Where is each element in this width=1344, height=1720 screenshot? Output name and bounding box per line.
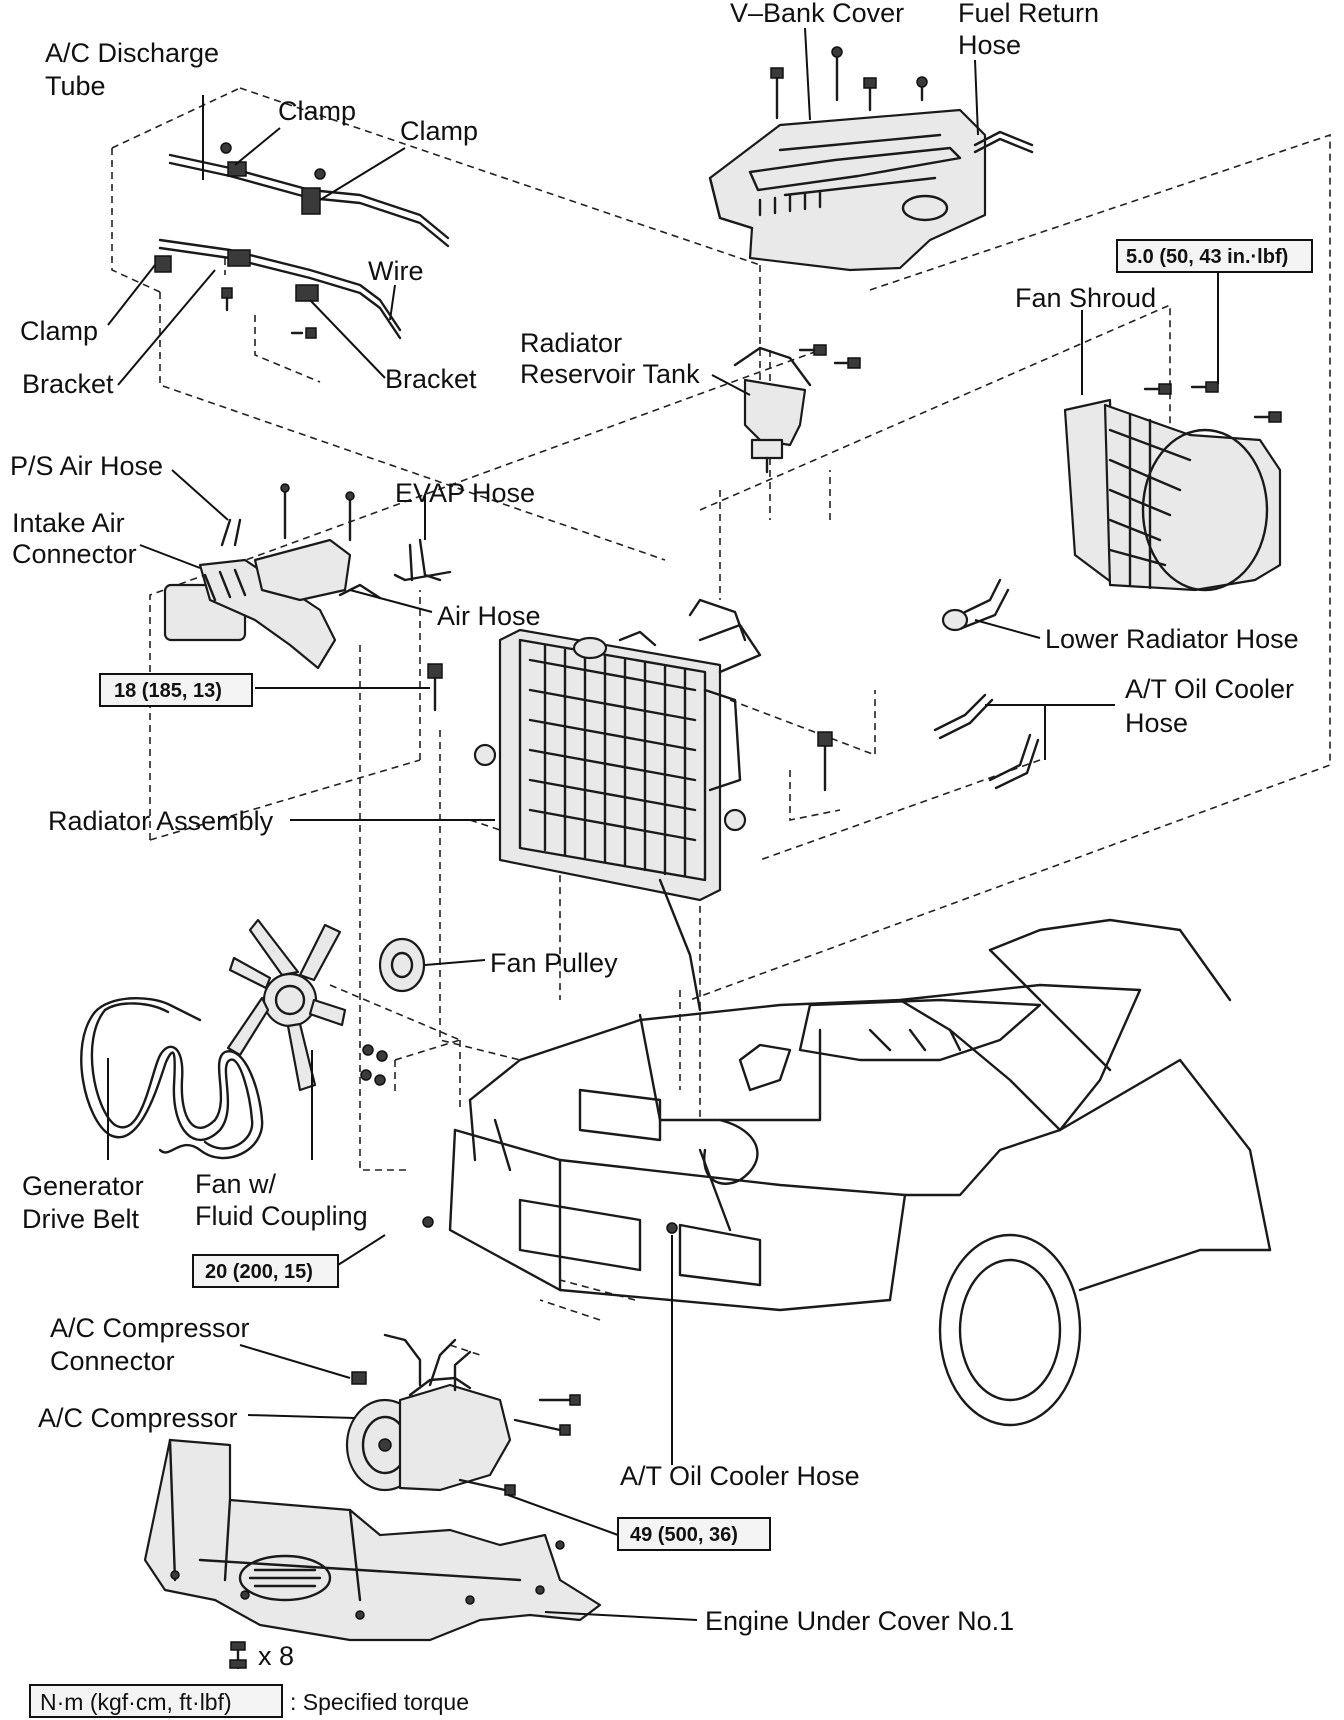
torque-box — [617, 1517, 771, 1551]
radiator-reservoir-tank — [733, 344, 861, 474]
label-intake-air-connector: Connector — [12, 539, 137, 569]
fan-nuts — [360, 1044, 388, 1086]
bolt-icon — [290, 327, 317, 339]
label-air-hose: Air Hose — [437, 601, 541, 631]
label-radiator-reservoir-tank: Radiator — [520, 328, 622, 358]
label-ac-discharge-tube: A/C Discharge — [45, 38, 219, 68]
torque-fan-shroud: 5.0 (50, 43 in.·lbf) — [1126, 246, 1288, 268]
nut-icon — [220, 142, 232, 154]
label-generator-drive-belt: Generator — [22, 1171, 144, 1201]
ac-compressor — [345, 1333, 512, 1492]
label-bracket: Bracket — [22, 369, 114, 399]
radiator-assembly — [473, 598, 762, 902]
lower-radiator-hose — [941, 578, 1010, 632]
label-bracket: Bracket — [385, 364, 477, 394]
bolt-icon — [345, 491, 355, 542]
label-fan-pulley: Fan Pulley — [490, 948, 618, 978]
fan-shroud — [1063, 381, 1282, 592]
label-at-oil-cooler-hose: A/T Oil Cooler — [1125, 674, 1294, 704]
label-lower-radiator-hose: Lower Radiator Hose — [1045, 624, 1299, 654]
label-evap-hose: EVAP Hose — [395, 478, 535, 508]
bolt-icon — [1143, 383, 1172, 395]
label-fuel-return-hose: Hose — [958, 30, 1021, 60]
label-clamp: Clamp — [400, 116, 478, 146]
label-vbank-cover: V–Bank Cover — [730, 0, 904, 28]
legend-unit-text: N·m (kgf·cm, ft·lbf) — [40, 1689, 232, 1715]
fuel-return-hose — [973, 130, 1034, 154]
label-clamp: Clamp — [278, 96, 356, 126]
label-intake-air-connector: Intake Air — [12, 508, 125, 538]
bolt-icon — [863, 77, 877, 112]
torque-box — [1116, 239, 1313, 273]
intake-air-connector — [163, 518, 352, 670]
bolt-icon — [458, 1478, 516, 1496]
label-radiator-assembly: Radiator Assembly — [48, 806, 274, 836]
label-bolt-count: x 8 — [258, 1641, 294, 1671]
part-labels: V–Bank Cover Fuel Return Hose A/C Discha… — [10, 0, 1299, 1671]
nut-icon — [916, 76, 928, 102]
bolt-icon — [666, 1222, 678, 1234]
bolt-icon — [1253, 411, 1282, 423]
label-ac-compressor-connector: Connector — [50, 1346, 175, 1376]
fan-pulley — [378, 937, 426, 993]
label-fuel-return-hose: Fuel Return — [958, 0, 1099, 28]
bolt-icon — [798, 344, 827, 356]
label-radiator-reservoir-tank: Reservoir Tank — [520, 359, 700, 389]
torque-compressor: 49 (500, 36) — [630, 1524, 738, 1546]
torque-fan-nut: 20 (200, 15) — [205, 1261, 313, 1283]
label-at-oil-cooler-hose: A/T Oil Cooler Hose — [620, 1461, 860, 1491]
bolt-icon — [833, 357, 861, 369]
ac-discharge-tube-assembly — [154, 142, 450, 340]
label-at-oil-cooler-hose: Hose — [1125, 708, 1188, 738]
label-generator-drive-belt: Drive Belt — [22, 1204, 140, 1234]
label-fan-shroud: Fan Shroud — [1015, 283, 1156, 313]
bolt-icon — [422, 1216, 434, 1228]
nut-icon — [314, 168, 326, 180]
nut-icon — [831, 46, 843, 102]
label-engine-under-cover: Engine Under Cover No.1 — [705, 1606, 1014, 1636]
bolt-icon — [280, 483, 290, 540]
vehicle-outline — [448, 878, 1272, 1427]
at-oil-cooler-hoses — [933, 693, 1040, 790]
generator-drive-belt — [80, 997, 264, 1160]
compressor-bolts — [458, 1394, 581, 1496]
bolt-icon — [817, 731, 833, 792]
torque-box — [99, 673, 253, 707]
label-ac-discharge-tube: Tube — [45, 71, 106, 101]
torque-spec-boxes: 5.0 (50, 43 in.·lbf) 18 (185, 13) 20 (20… — [99, 239, 1313, 1551]
bolt-icon — [229, 1641, 247, 1670]
label-fan-fluid-coupling: Fan w/ — [195, 1169, 277, 1199]
label-ac-compressor-connector: A/C Compressor — [50, 1313, 250, 1343]
bolt-icon — [1190, 381, 1219, 393]
legend-unit-box — [29, 1684, 283, 1718]
label-fan-fluid-coupling: Fluid Coupling — [195, 1201, 368, 1231]
legend-description: : Specified torque — [290, 1689, 469, 1715]
leader-lines — [107, 27, 1219, 1621]
bolt-icon — [538, 1394, 581, 1406]
evap-and-air-hoses — [280, 483, 452, 600]
label-ps-air-hose: P/S Air Hose — [10, 451, 163, 481]
bolt-icon — [427, 663, 443, 712]
fan-with-fluid-coupling — [226, 918, 347, 1092]
ac-compressor-connector — [351, 1371, 367, 1385]
bolt-icon — [513, 1418, 571, 1436]
torque-radiator: 18 (185, 13) — [114, 680, 222, 702]
label-clamp: Clamp — [20, 316, 98, 346]
engine-under-cover — [143, 1438, 602, 1642]
vbank-cover — [708, 108, 987, 272]
label-ac-compressor: A/C Compressor — [38, 1403, 238, 1433]
bolt-icon — [770, 67, 784, 120]
torque-legend: N·m (kgf·cm, ft·lbf) : Specified torque — [29, 1684, 469, 1718]
bolt-icon — [221, 287, 233, 312]
label-wire: Wire — [368, 256, 424, 286]
torque-box — [192, 1254, 339, 1288]
vbank-bolts — [770, 46, 928, 120]
